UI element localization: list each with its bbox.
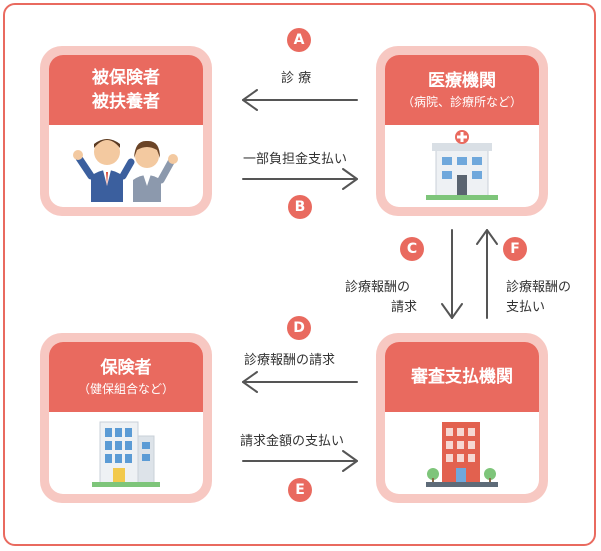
arrow-f [476,229,498,319]
label-f-line1: 診療報酬の [506,280,572,295]
insurer-title: 保険者 [100,358,152,378]
review-header: 審査支払機関 [385,342,539,412]
label-c-line2: 請求 [391,300,418,315]
arrow-e [242,450,358,472]
arrow-b [242,168,358,190]
insurer-box: 保険者 （健保組合など） [40,333,212,503]
insurer-subtitle: （健保組合など） [77,382,174,396]
office-building-icon [92,421,160,487]
label-b: 一部負担金支払い [243,152,348,167]
badge-d: D [287,316,311,340]
review-building-icon [426,422,498,487]
arrow-d [242,371,358,393]
insurer-header: 保険者 （健保組合など） [49,342,203,412]
badge-e: E [288,478,312,502]
label-c-line1: 診療報酬の [345,280,411,295]
insured-title-line2: 被扶養者 [92,92,160,112]
badge-b: B [288,195,312,219]
review-payment-box: 審査支払機関 [376,333,548,503]
medical-subtitle: （病院、診療所など） [401,95,522,109]
insured-header: 被保険者 被扶養者 [49,55,203,125]
label-d: 診療報酬の請求 [244,353,336,368]
people-icon [73,139,178,202]
label-e: 請求金額の支払い [240,434,345,449]
badge-c: C [400,237,424,261]
insured-title-line1: 被保険者 [92,68,160,88]
label-f-line2: 支払い [506,300,546,315]
arrow-c [441,229,463,319]
label-a: 診 療 [281,71,312,86]
insured-box: 被保険者 被扶養者 [40,46,212,216]
medical-header: 医療機関 （病院、診療所など） [385,55,539,125]
medical-institution-box: 医療機関 （病院、診療所など） [376,46,548,216]
arrow-a [242,89,358,111]
hospital-icon [426,130,498,200]
badge-a: A [287,28,311,52]
review-title: 審査支払機関 [411,367,513,387]
medical-title: 医療機関 [428,71,496,91]
badge-f: F [503,237,527,261]
